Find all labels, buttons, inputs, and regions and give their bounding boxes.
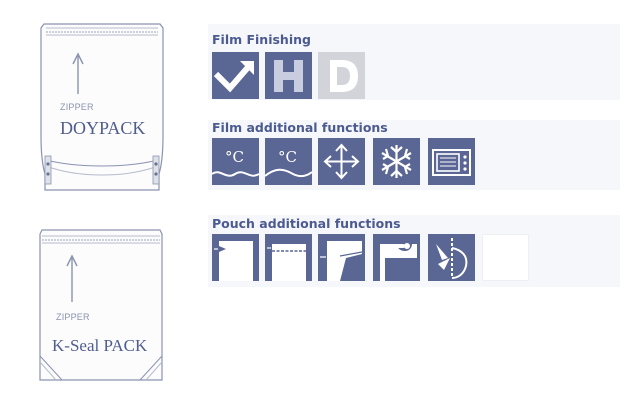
- freeze-snowflake-icon: [373, 138, 420, 185]
- svg-text:°C: °C: [278, 148, 297, 166]
- kseal-outline-icon: [39, 229, 163, 381]
- pouch-additional-title: Pouch additional functions: [212, 216, 401, 231]
- empty-slot-icon: [482, 234, 529, 281]
- zipper-top-icon: [265, 234, 312, 281]
- disabled-d-icon: [318, 52, 365, 99]
- film-finishing-title: Film Finishing: [212, 32, 311, 47]
- doypack-zipper-label: ZIPPER: [60, 102, 94, 112]
- microwave-icon: [428, 138, 475, 185]
- easy-open-cut-icon: [428, 234, 475, 281]
- arrow-gloss-icon: [212, 52, 259, 99]
- spout-pour-icon: [318, 234, 365, 281]
- svg-text:°C: °C: [225, 148, 244, 166]
- doypack-label: DOYPACK: [60, 118, 146, 138]
- matt-h-icon: [265, 52, 312, 99]
- kseal-label: K-Seal PACK: [52, 336, 148, 355]
- tear-notch-icon: [212, 234, 259, 281]
- film-additional-title: Film additional functions: [212, 120, 388, 135]
- hang-hole-icon: [373, 234, 420, 281]
- temperature-wave-icon: °C: [212, 138, 259, 185]
- stretch-arrows-icon: [318, 138, 365, 185]
- doypack-illustration: [38, 18, 166, 195]
- doypack-outline-icon: [40, 23, 164, 191]
- temperature-wave-alt-icon: °C: [265, 138, 312, 185]
- kseal-illustration: [36, 226, 166, 386]
- kseal-zipper-label: ZIPPER: [56, 312, 90, 322]
